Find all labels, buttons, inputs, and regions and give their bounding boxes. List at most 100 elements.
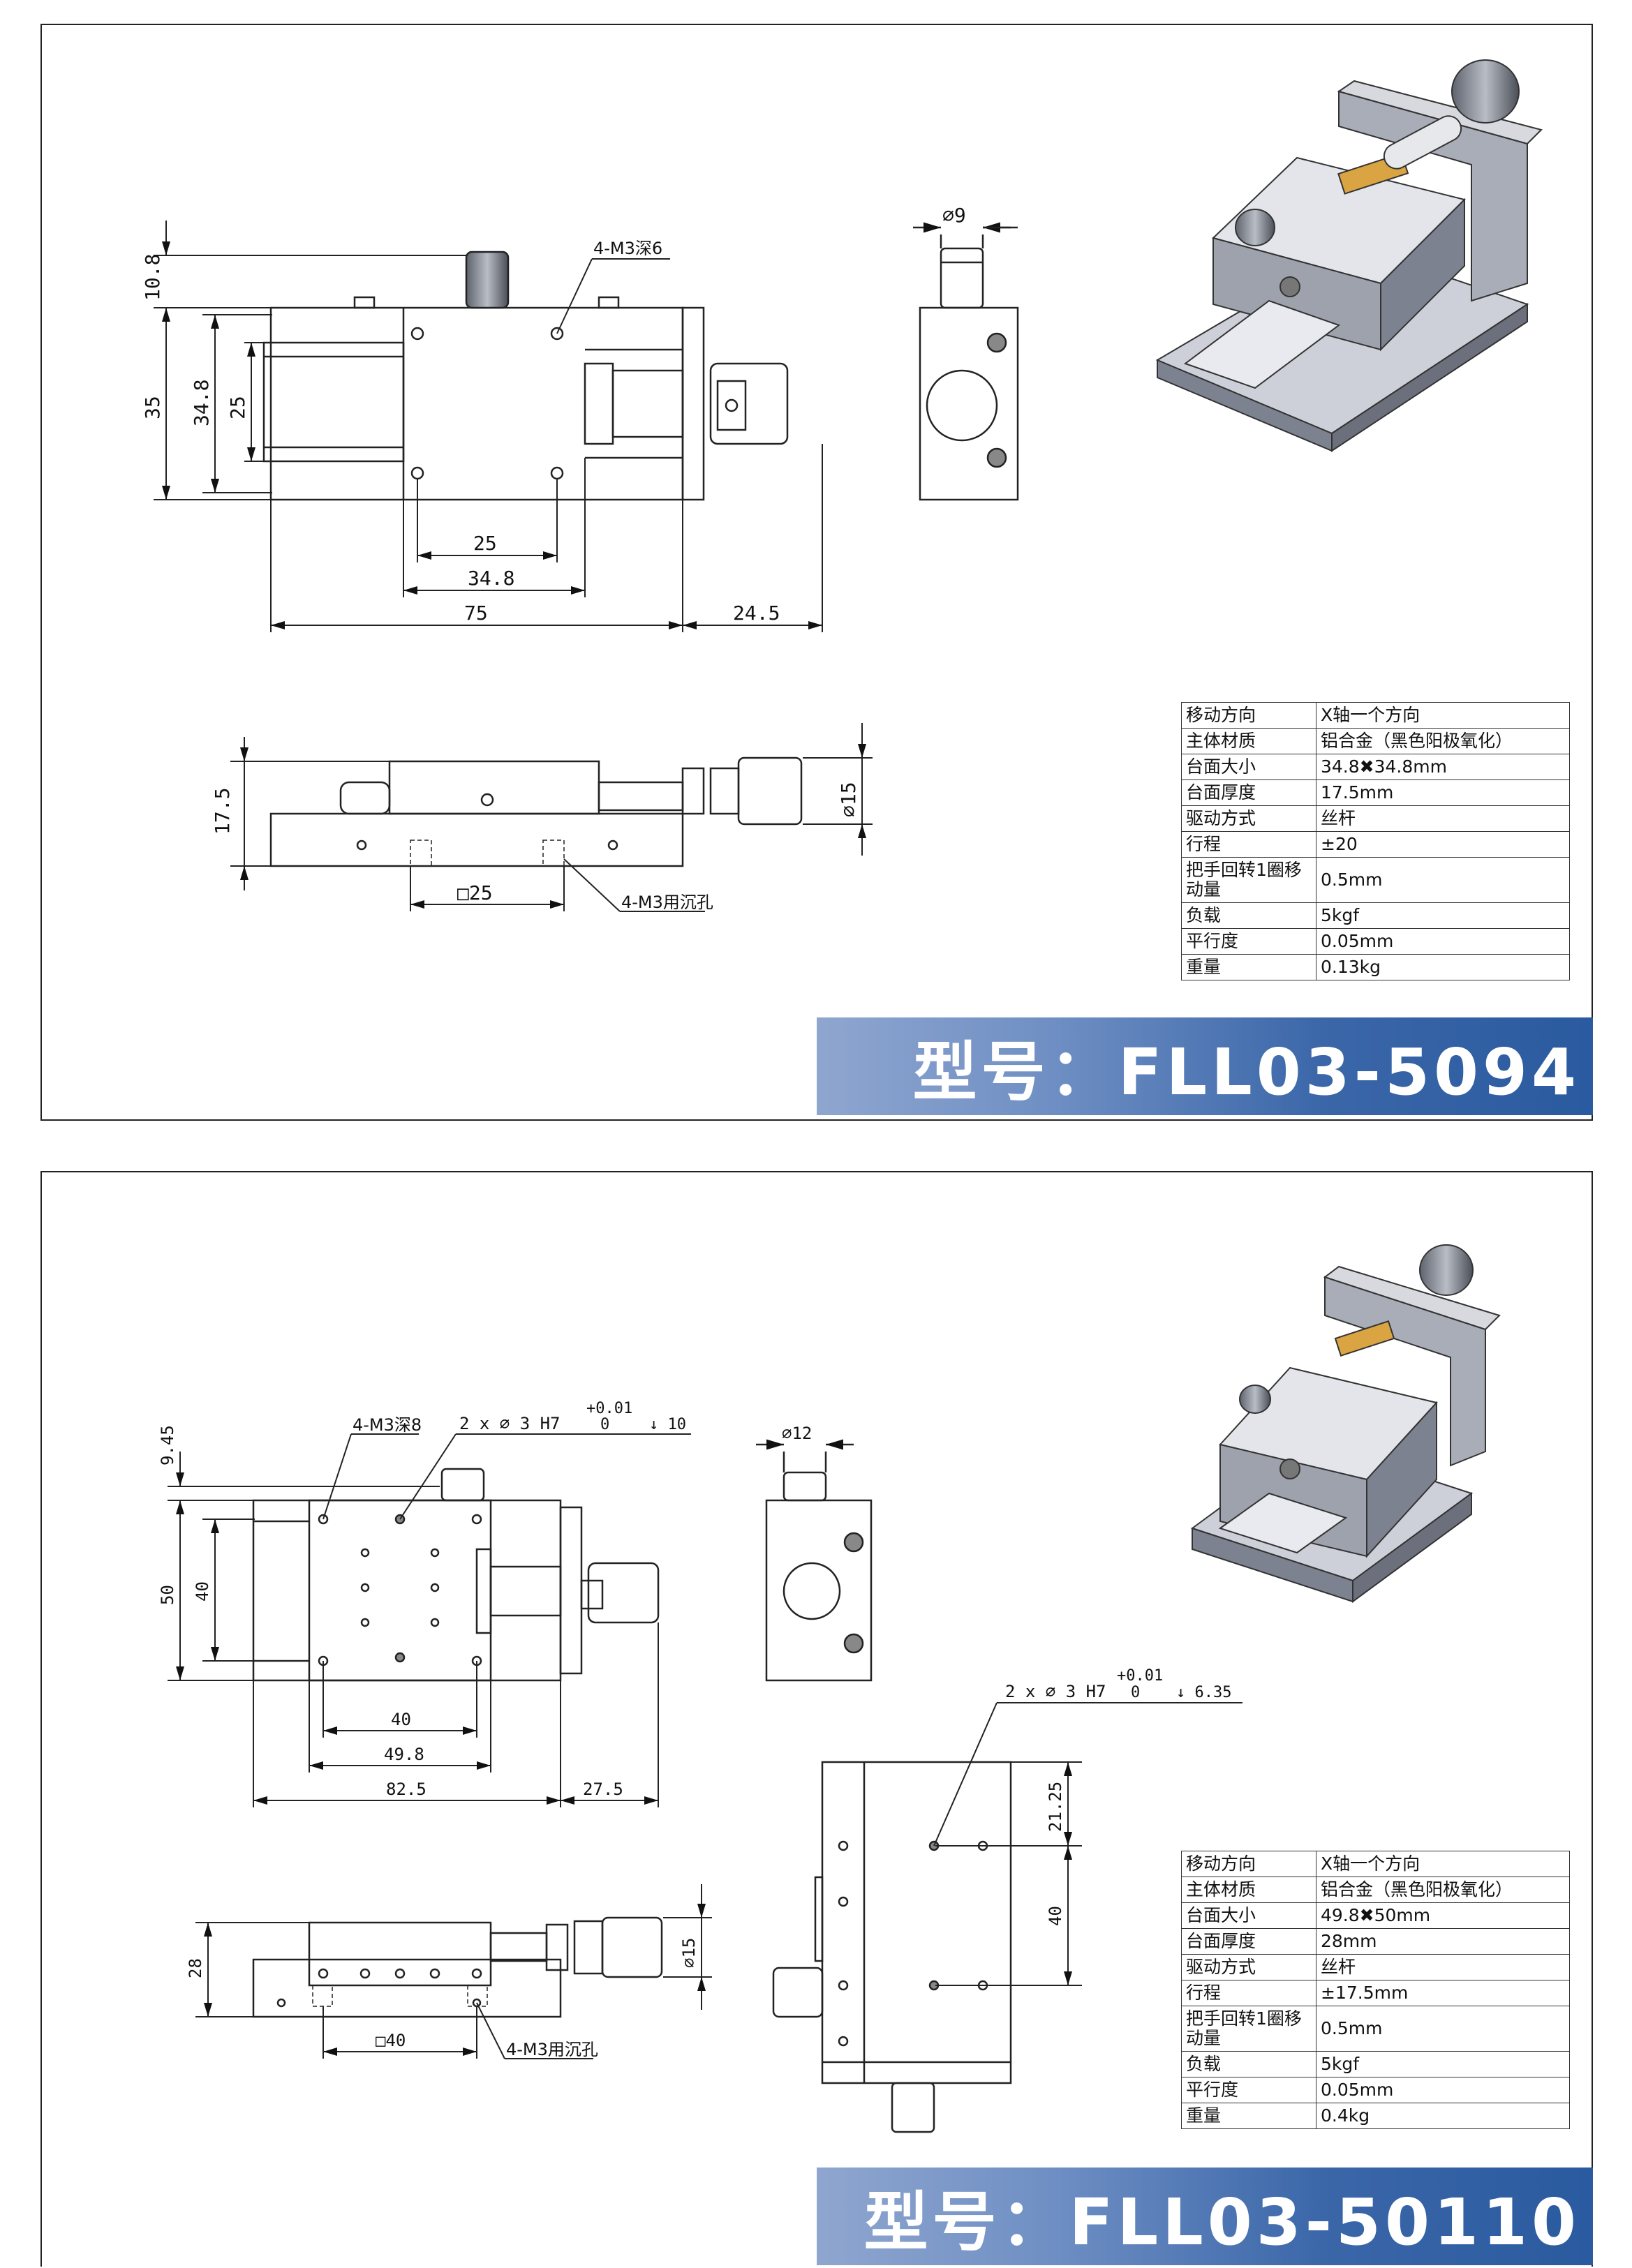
pin-note-3: 2 x ∅ 3 H7: [1005, 1682, 1106, 1701]
spec-key: 行程: [1181, 1980, 1316, 2006]
drawing-sheet-2: 4-M3深8 2 x ∅ 3 H7 +0.01 0 ↓ 10 9.45 50 4…: [40, 1171, 1593, 2267]
dim-side-h: 17.5: [211, 788, 234, 835]
dim-h-total: 35: [141, 396, 164, 419]
spec-key: 重量: [1181, 2103, 1316, 2129]
dim-side-h-2: 28: [186, 1958, 205, 1978]
spec-value: 铝合金（黑色阳极氧化）: [1316, 1877, 1570, 1903]
dim-w-body: 75: [464, 602, 488, 625]
spec-key: 台面厚度: [1181, 1928, 1316, 1955]
vertical-dims-2: [168, 1452, 440, 1681]
hole-note-label: 4-M3深6: [593, 239, 662, 258]
horizontal-dims-1: [270, 444, 823, 632]
spec-row: 驱动方式丝杆: [1181, 805, 1570, 832]
pin-depth-2: ↓ 10: [649, 1416, 686, 1433]
pin-tol-bot-3: 0: [1131, 1684, 1140, 1701]
side-view-2: [252, 1916, 663, 2018]
side-dims-1: [230, 723, 873, 912]
leaders-2: [322, 1433, 691, 1520]
spec-row: 驱动方式丝杆: [1181, 1954, 1570, 1980]
spec-key: 移动方向: [1181, 1851, 1316, 1877]
leader-hole-note-1: [556, 258, 670, 334]
dim-bot-mid: 40: [1046, 1906, 1065, 1926]
spec-value: 0.13kg: [1316, 954, 1570, 980]
dim-w-body-2: 82.5: [386, 1780, 426, 1799]
spec-value: 丝杆: [1316, 805, 1570, 832]
spec-row: 主体材质铝合金（黑色阳极氧化）: [1181, 728, 1570, 754]
square-label-2: □40: [376, 2031, 406, 2050]
horizontal-dims-2: [253, 1622, 659, 1807]
dim-w-knob-2: 27.5: [583, 1780, 623, 1799]
pin-tol-bot-2: 0: [600, 1416, 609, 1433]
spec-row: 行程±17.5mm: [1181, 1980, 1570, 2006]
side-dims-2: [195, 1884, 712, 2059]
dim-w-knob: 24.5: [733, 602, 780, 625]
side-view-1: [269, 756, 803, 867]
spec-value: 28mm: [1316, 1928, 1570, 1955]
spec-value: 17.5mm: [1316, 779, 1570, 806]
dim-h-hole: 25: [226, 396, 249, 419]
dim-dia-top: ∅9: [942, 204, 966, 227]
hidden-counterbores-1: [410, 840, 565, 867]
spec-value: 5kgf: [1316, 902, 1570, 929]
spec-value: 0.05mm: [1316, 928, 1570, 955]
pin-tol-top-3: +0.01: [1117, 1667, 1163, 1685]
end-view-2: [756, 1439, 873, 1682]
spec-key: 重量: [1181, 954, 1316, 980]
vertical-dims-1: [154, 221, 468, 500]
spec-value: 丝杆: [1316, 1954, 1570, 1980]
spec-row: 主体材质铝合金（黑色阳极氧化）: [1181, 1877, 1570, 1903]
technical-drawing-1: 4-M3深6 10.8 35 34.8 25 25 34.8 75 24.5: [141, 59, 1543, 912]
spec-key: 主体材质: [1181, 1877, 1316, 1903]
counterbore-note-2: 4-M3用沉孔: [506, 2040, 598, 2059]
hidden-counterbores-2: [312, 1985, 488, 2007]
spec-key: 台面大小: [1181, 1902, 1316, 1929]
spec-key: 把手回转1圈移动量: [1181, 2006, 1316, 2052]
front-view-2: [252, 1468, 660, 1682]
spec-key: 行程: [1181, 831, 1316, 858]
spec-value: ±17.5mm: [1316, 1980, 1570, 2006]
dim-w-hole-2: 40: [391, 1710, 411, 1729]
bottom-dims-2: [933, 1702, 1242, 1986]
dim-h-total-2: 50: [158, 1585, 177, 1605]
pin-tol-top-2: +0.01: [586, 1400, 632, 1417]
dim-side-dia: ∅15: [837, 782, 860, 817]
spec-value: ±20: [1316, 831, 1570, 858]
spec-value: 5kgf: [1316, 2051, 1570, 2077]
spec-key: 把手回转1圈移动量: [1181, 857, 1316, 903]
spec-value: 铝合金（黑色阳极氧化）: [1316, 728, 1570, 754]
spec-key: 驱动方式: [1181, 1954, 1316, 1980]
dim-w-inner: 34.8: [468, 567, 514, 590]
dim-h-top: 10.8: [141, 254, 164, 301]
square-label: □25: [457, 881, 493, 904]
spec-key: 平行度: [1181, 2077, 1316, 2103]
spec-value: X轴一个方向: [1316, 1851, 1570, 1877]
spec-value: 0.5mm: [1316, 857, 1570, 903]
product-render-2: [1190, 1244, 1501, 1603]
spec-value: 0.4kg: [1316, 2103, 1570, 2129]
spec-value: X轴一个方向: [1316, 702, 1570, 729]
dim-bot-top: 21.25: [1046, 1782, 1065, 1832]
drawing-sheet-1: 4-M3深6 10.8 35 34.8 25 25 34.8 75 24.5: [40, 24, 1593, 1121]
spec-key: 台面大小: [1181, 754, 1316, 780]
spec-value: 34.8✖34.8mm: [1316, 754, 1570, 780]
dim-h-inner: 34.8: [190, 380, 213, 426]
spec-key: 负载: [1181, 2051, 1316, 2077]
front-view-1: [262, 251, 789, 501]
counterbore-note: 4-M3用沉孔: [621, 893, 713, 912]
spec-key: 平行度: [1181, 928, 1316, 955]
dim-h-top-2: 9.45: [158, 1425, 177, 1465]
